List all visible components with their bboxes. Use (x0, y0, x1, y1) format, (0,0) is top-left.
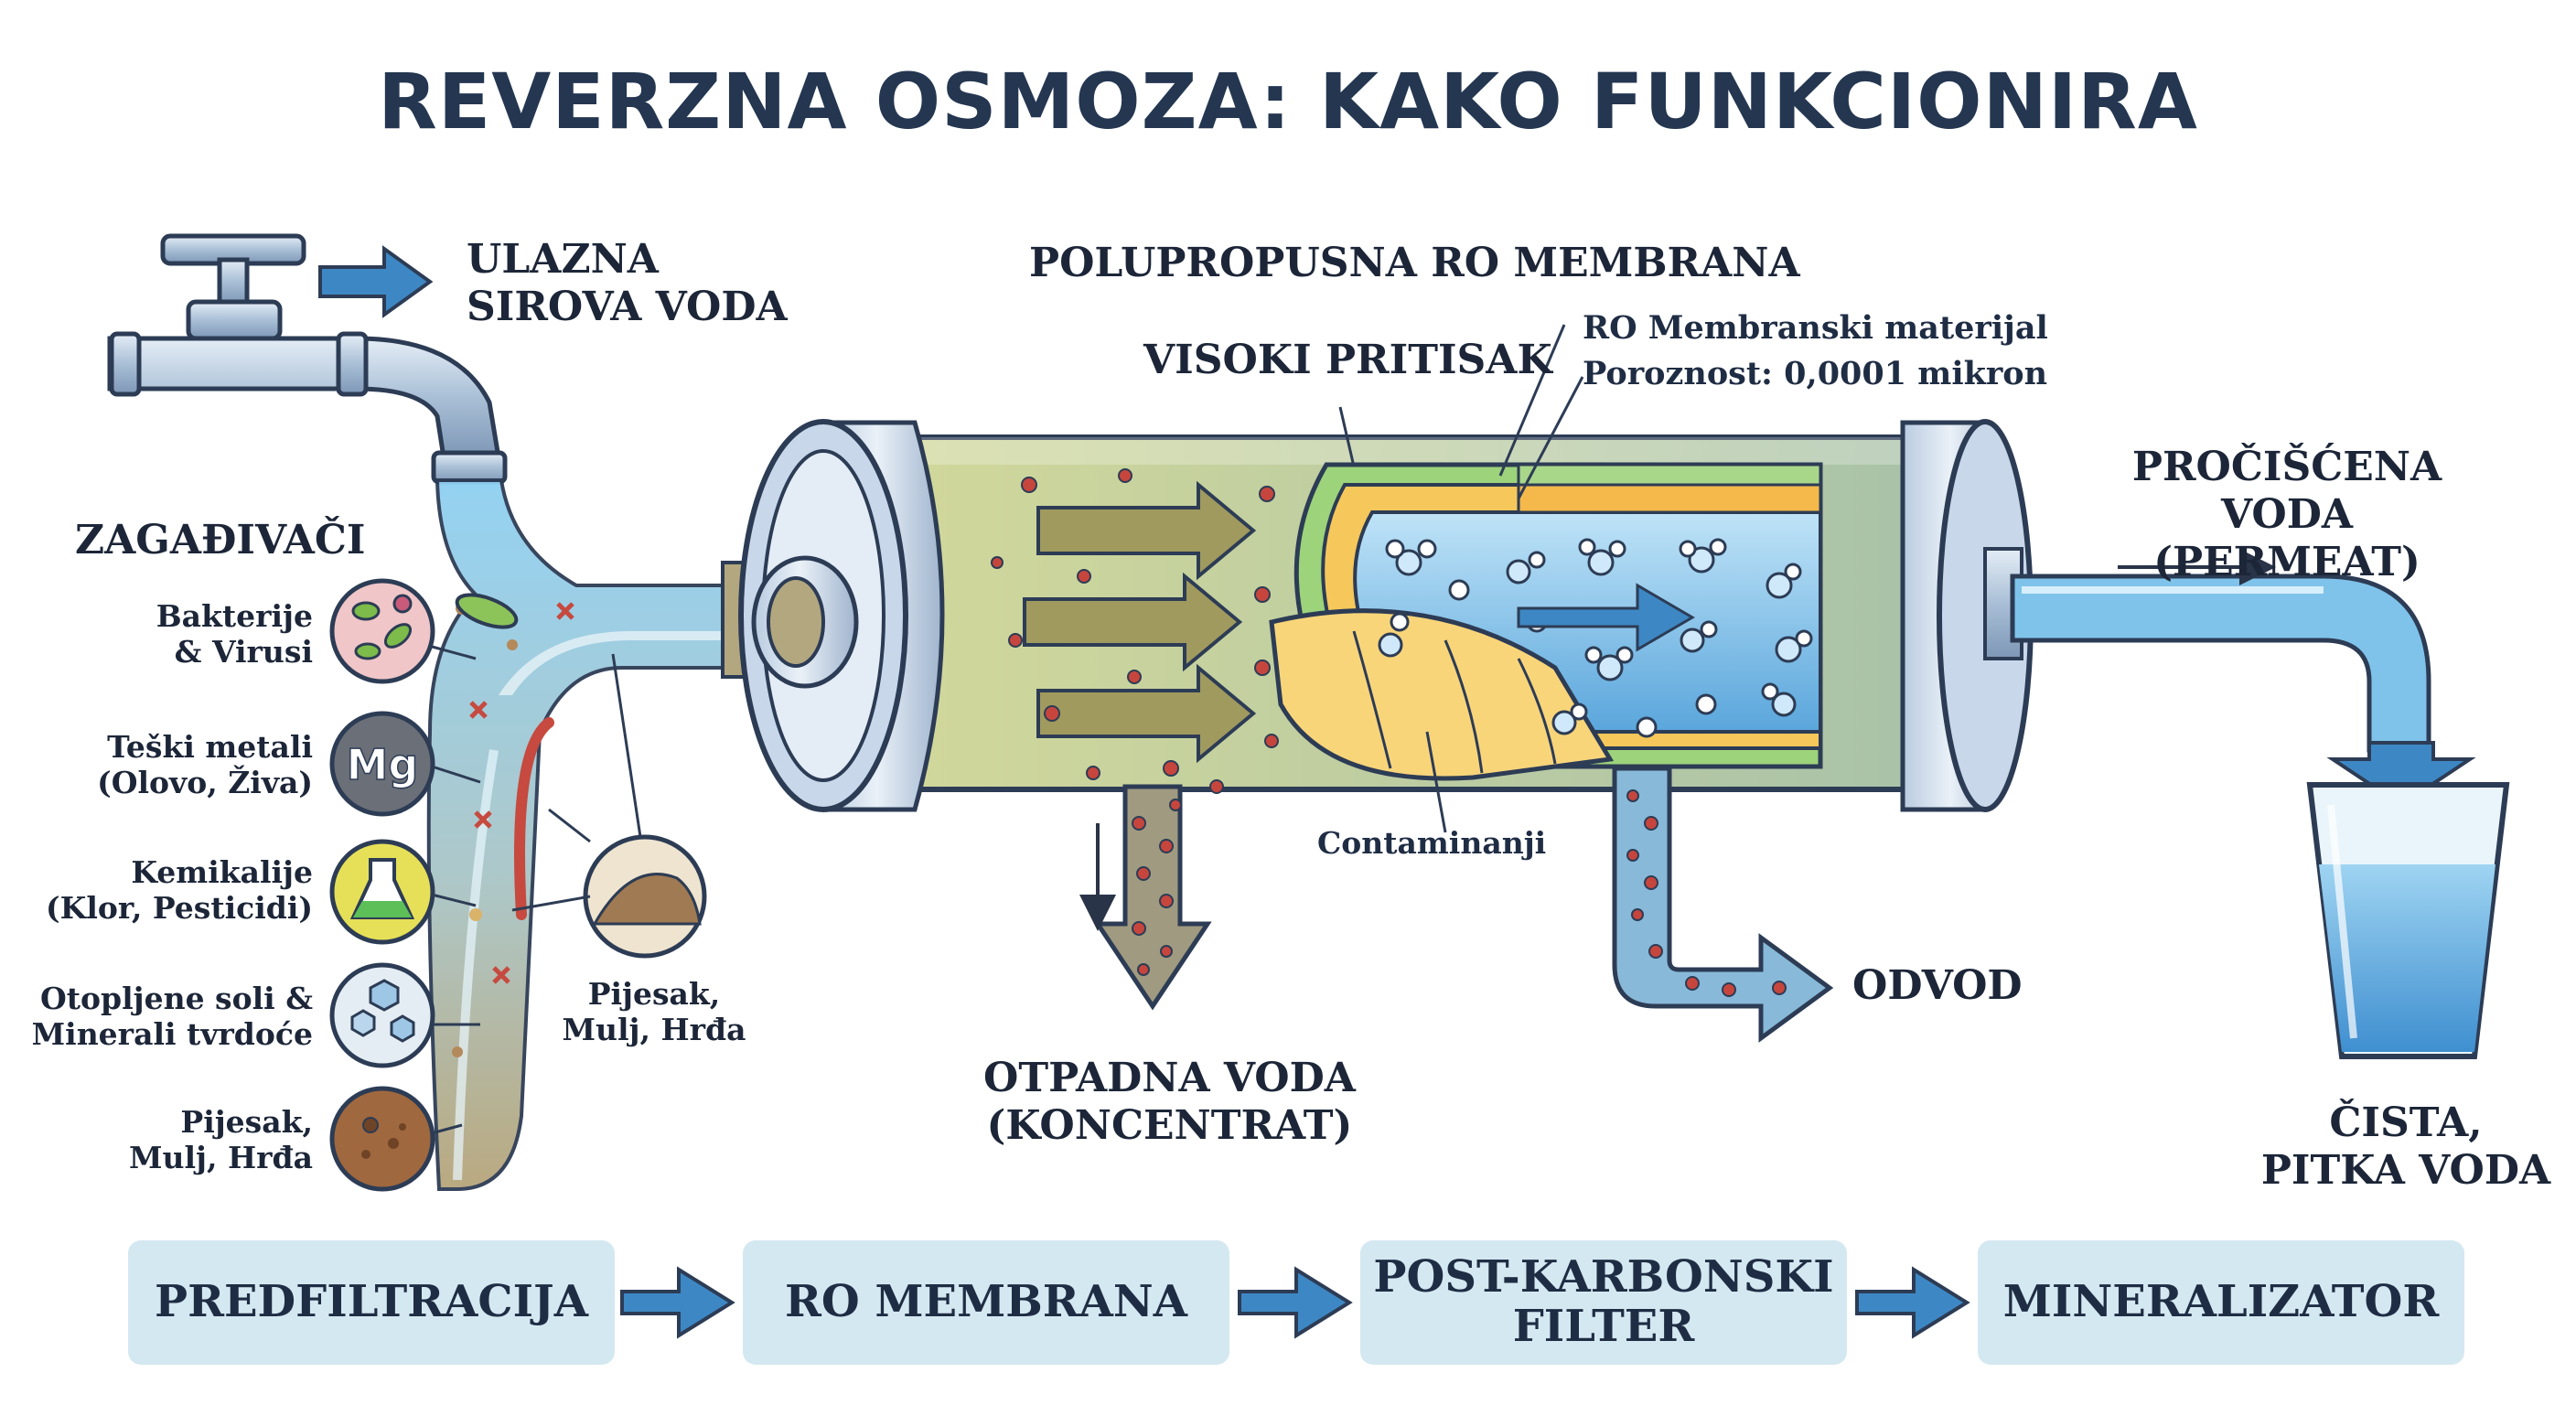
purified-label: PROČIŠĆENA VODA (PERMEAT) (2072, 444, 2502, 586)
stage-mineralizer-line1: MINERALIZATOR (2002, 1276, 2440, 1328)
contaminant-sand-side: Pijesak, Mulj, Hrđa (549, 976, 759, 1048)
inlet-label: ULAZNA SIROVA VODA (467, 236, 788, 331)
permeat-pipe (2010, 549, 2476, 808)
contaminant-sand-side-line1: Pijesak, (587, 976, 721, 1012)
purified-label-line1: PROČIŠĆENA VODA (2131, 444, 2442, 538)
contaminant-bacteria-line2: & Virusi (174, 633, 313, 670)
pressure-arrows (1023, 480, 1257, 764)
contaminant-metals: Teški metali (Olovo, Živa) (18, 729, 313, 801)
inlet-label-line2: SIROVA VODA (467, 283, 788, 330)
contaminant-chemicals: Kemikalije (Klor, Pesticidi) (18, 854, 313, 927)
bacteria-icon (329, 578, 435, 684)
flow-arrow-clean (1517, 583, 1695, 652)
stage-post-carbon-line2: FILTER (1512, 1301, 1695, 1352)
stage-prefiltration: PREDFILTRACIJA (128, 1240, 615, 1365)
contaminant-sand-line2: Mulj, Hrđa (129, 1139, 313, 1175)
sand-pile-icon (583, 834, 707, 959)
contaminant-bacteria: Bakterije & Virusi (37, 598, 313, 670)
faucet (107, 233, 508, 485)
high-pressure-label: VISOKI PRITISAK (1143, 337, 1552, 383)
contaminant-metals-line1: Teški metali (107, 729, 313, 765)
mg-badge: Mg (347, 740, 419, 789)
stage-mineralizer: MINERALIZATOR (1978, 1240, 2464, 1365)
membrane-material-label: RO Membranski materijal (1583, 309, 2048, 347)
stage-ro-membrane-line1: RO MEMBRANA (784, 1276, 1188, 1328)
waste-outlet (1079, 784, 1212, 1011)
inlet-arrow (318, 245, 434, 318)
contaminant-salts-line1: Otopljene soli & (40, 981, 313, 1016)
contaminant-metals-line2: (Olovo, Živa) (97, 764, 313, 800)
contaminant-sand-side-line2: Mulj, Hrđa (562, 1011, 746, 1047)
contaminant-salts-line2: Minerali tvrdoće (31, 1015, 313, 1052)
drain-outlet (1612, 766, 1834, 1043)
clean-water-line1: ČISTA, (2329, 1099, 2483, 1146)
contaminant-bacteria-line1: Bakterije (156, 598, 313, 634)
germ-in-stream-icon (455, 593, 519, 629)
clean-water-line2: PITKA VODA (2260, 1146, 2551, 1194)
waste-label-line2: (KONCENTRAT) (986, 1101, 1353, 1149)
contaminant-salts: Otopljene soli & Minerali tvrdoće (18, 981, 313, 1053)
waste-label: OTPADNA VODA (KONCENTRAT) (983, 1055, 1356, 1150)
contaminant-chemicals-line1: Kemikalije (131, 854, 313, 890)
page-title: REVERZNA OSMOZA: KAKO FUNKCIONIRA (378, 57, 2198, 146)
waste-label-line1: OTPADNA VODA (983, 1055, 1356, 1101)
stage-prefiltration-line1: PREDFILTRACIJA (154, 1276, 589, 1328)
purified-label-line2: (PERMEAT) (2153, 538, 2420, 585)
inlet-label-line1: ULAZNA (467, 236, 659, 283)
contaminants-callout: Contaminanji (1317, 825, 1547, 861)
contaminant-chemicals-line2: (Klor, Pesticidi) (46, 889, 313, 926)
stage-post-carbon-line1: POST-KARBONSKI (1373, 1251, 1834, 1303)
salt-crystals-icon (329, 962, 435, 1068)
stage-arrows (620, 1266, 1970, 1339)
stage-ro-membrane: RO MEMBRANA (743, 1240, 1229, 1365)
porosity-label: Poroznost: 0,0001 mikron (1583, 355, 2048, 392)
sand-leader-lines (511, 653, 642, 912)
sand-rust-icon (329, 1086, 435, 1192)
contaminant-sand-line1: Pijesak, (180, 1104, 313, 1140)
flask-icon (329, 839, 435, 945)
contaminant-dots (991, 468, 1279, 794)
leader-lines (1338, 324, 1584, 833)
membrane-header: POLUPROPUSNA RO MEMBRANA (1029, 240, 1800, 286)
drain-label: ODVOD (1852, 962, 2023, 1009)
heavy-metal-icon: Mg (329, 711, 435, 817)
clean-water-label: ČISTA, PITKA VODA (2259, 1099, 2552, 1195)
contaminant-sand: Pijesak, Mulj, Hrđa (18, 1104, 313, 1176)
glass-icon (2306, 782, 2510, 1059)
contaminants-header: ZAGAĐIVAČI (75, 517, 366, 563)
